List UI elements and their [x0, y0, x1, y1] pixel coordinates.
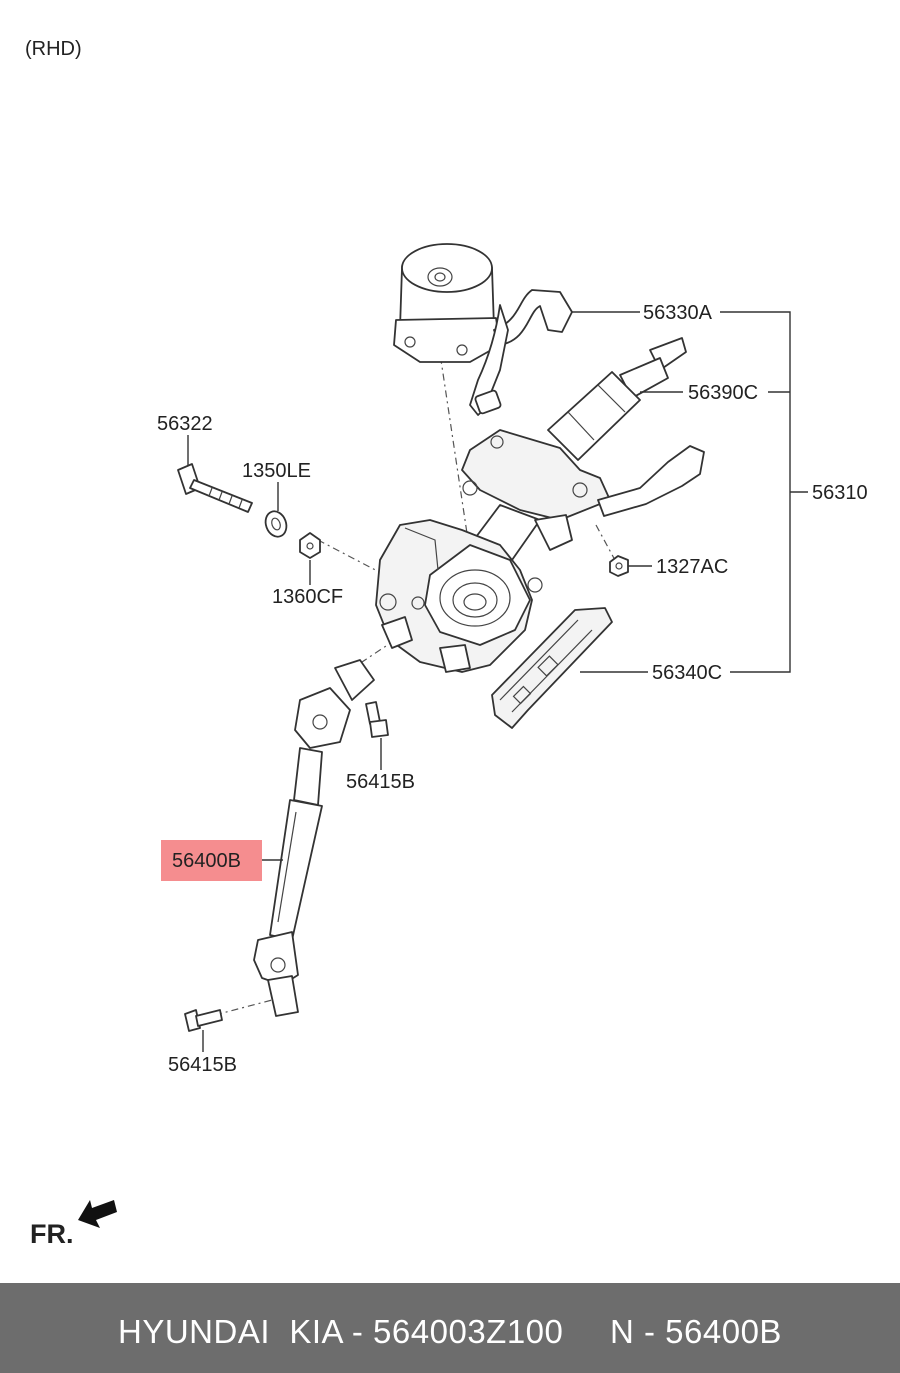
callout-56330a[interactable]: 56330A: [643, 302, 713, 324]
direction-label: FR.: [30, 1219, 74, 1249]
callout-56415b-lower[interactable]: 56415B: [168, 1054, 237, 1076]
parts-diagram: (RHD): [25, 38, 868, 1249]
nut-1327ac[interactable]: [609, 555, 629, 577]
centerline-nut-1360cf: [317, 539, 386, 576]
callout-56415b-upper[interactable]: 56415B: [346, 771, 415, 793]
bolt-56415b-lower[interactable]: [184, 1009, 223, 1032]
centerline-nut-1327ac: [595, 524, 617, 563]
callout-1327ac[interactable]: 1327AC: [656, 556, 728, 578]
footer-brand-part-number: HYUNDAI KIA - 564003Z100: [118, 1313, 564, 1350]
nut-1360cf[interactable]: [299, 532, 321, 559]
callout-56340c[interactable]: 56340C: [652, 662, 722, 684]
centerline-motor: [437, 339, 469, 541]
motor-assembly[interactable]: [393, 243, 573, 416]
callout-1360cf[interactable]: 1360CF: [272, 586, 343, 608]
part-number-bar: HYUNDAI KIA - 564003Z100 N - 56400B: [0, 1283, 900, 1373]
centerline-bolt-lower: [214, 999, 273, 1016]
intermediate-shaft-56400b[interactable]: [253, 659, 375, 1017]
front-arrow-icon: [78, 1200, 117, 1228]
ecu-56340c[interactable]: [491, 607, 613, 729]
washer-1350le[interactable]: [262, 508, 290, 539]
variant-label: (RHD): [25, 38, 82, 60]
bracket-56310: [720, 311, 791, 673]
callout-56400b[interactable]: 56400B: [172, 850, 241, 872]
bolt-56322[interactable]: [177, 463, 253, 513]
callout-1350le[interactable]: 1350LE: [242, 460, 311, 482]
callout-56322[interactable]: 56322: [157, 413, 213, 435]
footer-reference: N - 56400B: [610, 1313, 782, 1350]
bolt-56415b-upper[interactable]: [365, 701, 389, 738]
callout-56310[interactable]: 56310: [812, 482, 868, 504]
callout-56390c[interactable]: 56390C: [688, 382, 758, 404]
column-gear-housing[interactable]: [375, 519, 543, 673]
highlight-box-56400b: [161, 840, 262, 881]
